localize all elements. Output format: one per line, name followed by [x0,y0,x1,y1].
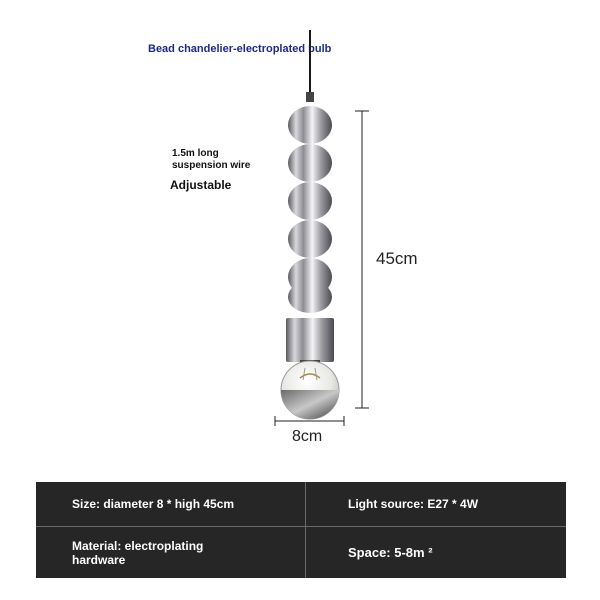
spec-size: Size: diameter 8 * high 45cm [36,482,306,527]
bead-stack [288,106,332,313]
height-dimension-label: 45cm [376,249,418,268]
width-dimension-label: 8cm [292,428,323,445]
bead [288,220,332,258]
product-title: Bead chandelier-electroplated bulb [148,43,332,55]
bead [288,106,332,144]
bead [288,144,332,182]
spec-space: Space: 5-8m ² [348,544,433,560]
wire-connector [306,92,314,102]
wire-length-line2: suspension wire [172,160,251,171]
spec-table: Size: diameter 8 * high 45cm Light sourc… [36,482,566,578]
height-dimension-line [355,110,369,409]
wire-length-label: 1.5m long suspension wire [172,148,292,172]
socket-cylinder [286,318,334,362]
spec-material-line1: Material: electroplating [72,538,204,553]
wire-length-line1: 1.5m long [172,148,219,159]
adjustable-label: Adjustable [170,178,232,192]
bead [288,182,332,220]
width-dimension-line [274,416,345,426]
bead [288,281,332,313]
spec-material: Material: electroplating hardware [36,527,306,578]
spec-material-line2: hardware [72,552,126,567]
spec-light-source: Light source: E27 * 4W [306,482,566,527]
bulb [280,360,340,420]
